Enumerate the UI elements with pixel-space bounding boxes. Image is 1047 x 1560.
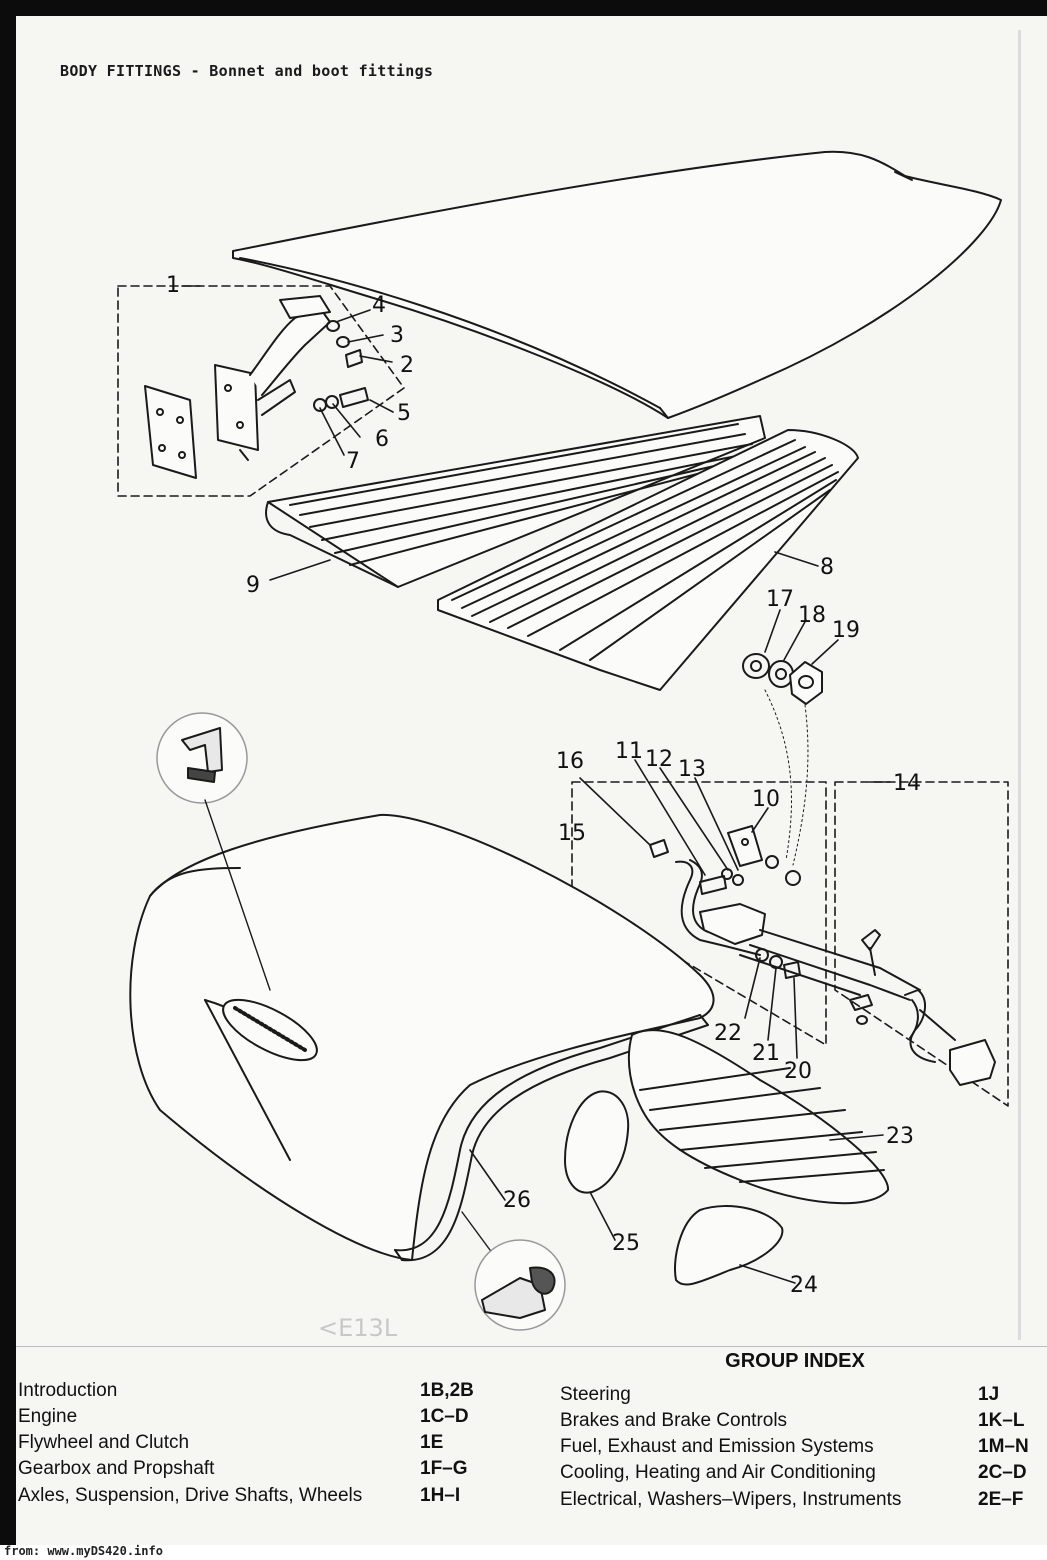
boot-lid [129, 813, 715, 1261]
lock-box-15 [571, 781, 827, 1046]
callout-17: 17 [766, 587, 794, 612]
insulation-pad-8 [437, 429, 859, 691]
group-index-code: 2C–D [978, 1462, 1027, 1483]
group-index-label: Introduction [18, 1380, 118, 1401]
callout-14: 14 [893, 771, 921, 796]
leaders-bottom [469, 1134, 884, 1284]
group-index-label: Cooling, Heating and Air Conditioning [560, 1462, 876, 1483]
striker [849, 929, 996, 1086]
group-index-label: Engine [18, 1406, 78, 1427]
group-index-label: Axles, Suspension, Drive Shafts, Wheels [18, 1485, 363, 1506]
callout-12: 12 [645, 747, 673, 772]
leaders-top [181, 285, 394, 456]
group-index-code: 2E–F [978, 1489, 1024, 1510]
group-index-code: 1C–D [420, 1406, 469, 1427]
callout-23: 23 [886, 1124, 914, 1149]
callout-10: 10 [752, 787, 780, 812]
callout-25: 25 [612, 1231, 640, 1256]
callout-8: 8 [820, 555, 834, 580]
parts-diagram: 1 2 3 4 5 6 7 8 9 10 11 12 13 14 15 16 1… [117, 150, 1009, 1340]
hinge-arm [214, 295, 331, 461]
group-index-code: 1M–N [978, 1436, 1029, 1457]
group-index-code: 1F–G [420, 1458, 468, 1479]
page-title: BODY FITTINGS - Bonnet and boot fittings [60, 62, 434, 80]
leaders-17-19 [764, 609, 839, 665]
lock-mechanism [649, 825, 921, 1001]
callout-18: 18 [798, 603, 826, 628]
callout-9: 9 [246, 573, 260, 598]
washer-17 [742, 653, 770, 679]
leaders-lock [579, 759, 798, 1059]
callout-20: 20 [784, 1059, 812, 1084]
callout-7: 7 [346, 449, 360, 474]
trim-panel-25 [564, 1090, 630, 1194]
group-index-label: Electrical, Washers–Wipers, Instruments [560, 1489, 902, 1510]
callout-3: 3 [390, 323, 404, 348]
group-index-label: Fuel, Exhaust and Emission Systems [560, 1436, 874, 1457]
callout-5: 5 [397, 401, 411, 426]
callout-13: 13 [678, 757, 706, 782]
group-index-code: 1B,2B [420, 1380, 474, 1401]
faint-reference-mark: <E13L [318, 1314, 398, 1340]
group-index-code: 1H–I [420, 1485, 461, 1506]
callout-22: 22 [714, 1021, 742, 1046]
hinge-plate [144, 385, 197, 479]
scan-border-left [0, 0, 16, 1545]
callout-19: 19 [832, 618, 860, 643]
group-index-heading: GROUP INDEX [725, 1350, 865, 1372]
callout-11: 11 [615, 739, 643, 764]
leaders-pads [269, 551, 819, 581]
seal-detail-circle-top [156, 712, 271, 991]
callout-2: 2 [400, 353, 414, 378]
group-index-label: Gearbox and Propshaft [18, 1458, 215, 1479]
small-fixings-2-7 [313, 320, 369, 412]
callout-21: 21 [752, 1041, 780, 1066]
group-index-code: 1K–L [978, 1410, 1025, 1431]
callout-4: 4 [372, 293, 386, 318]
insulation-pad-9 [265, 415, 766, 588]
group-index-label: Steering [560, 1384, 631, 1405]
washer-18 [768, 660, 794, 688]
trim-panel-23 [627, 1029, 890, 1205]
group-index-code: 1E [420, 1432, 444, 1453]
group-index-code: 1J [978, 1384, 1000, 1405]
page-fold-line [1018, 30, 1021, 1340]
source-footer: from: www.myDS420.info [4, 1544, 163, 1558]
group-index-label: Brakes and Brake Controls [560, 1410, 788, 1431]
callout-24: 24 [790, 1273, 818, 1298]
callout-6: 6 [375, 427, 389, 452]
seal-26 [394, 1014, 709, 1262]
callout-26: 26 [503, 1188, 531, 1213]
assembly-sweep [764, 689, 809, 866]
seal-detail-circle-bottom [461, 1211, 566, 1331]
callout-labels: 1 2 3 4 5 6 7 8 9 10 11 12 13 14 15 16 1… [166, 273, 921, 1340]
group-index-divider [16, 1346, 1047, 1347]
scan-border-top [0, 0, 1047, 16]
group-index-label: Flywheel and Clutch [18, 1432, 190, 1453]
callout-16: 16 [556, 749, 584, 774]
callout-1: 1 [166, 273, 180, 298]
bonnet-panel [232, 150, 1002, 419]
striker-box-14 [834, 781, 1009, 1107]
trim-panel-24 [674, 1205, 784, 1286]
callout-15: 15 [558, 821, 586, 846]
hinge-assembly-1 [117, 285, 405, 497]
nut-19 [789, 661, 823, 705]
